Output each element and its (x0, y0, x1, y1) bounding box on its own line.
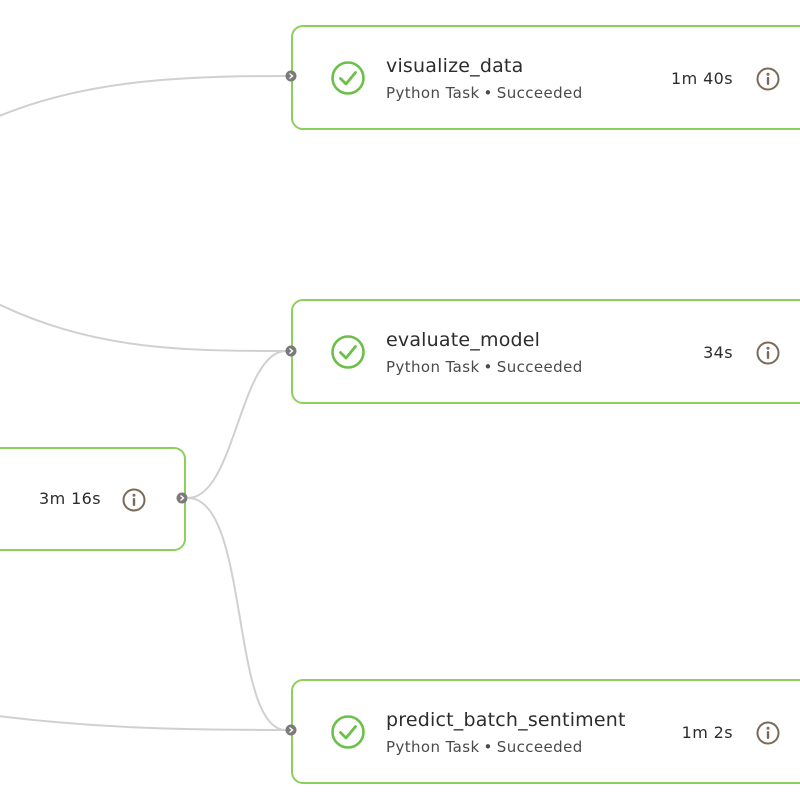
task-node-predict-batch-sentiment[interactable]: predict_batch_sentiment Python Task•Succ… (291, 679, 800, 784)
task-node-visualize-data[interactable]: visualize_data Python Task•Succeeded 1m … (291, 25, 800, 130)
task-status: Succeeded (496, 84, 583, 102)
task-title: visualize_data (386, 55, 524, 77)
input-port-predict-batch-sentiment[interactable] (285, 724, 297, 736)
task-subtitle: Python Task•Succeeded (386, 84, 583, 102)
check-circle-icon (331, 715, 365, 749)
task-type: Python Task (386, 358, 480, 376)
task-node-upstream[interactable]: 3m 16s (0, 447, 186, 551)
task-type: Python Task (386, 84, 480, 102)
input-port-evaluate-model[interactable] (285, 345, 297, 357)
task-duration: 34s (703, 343, 733, 362)
info-icon[interactable] (755, 340, 781, 366)
task-node-evaluate-model[interactable]: evaluate_model Python Task•Succeeded 34s (291, 299, 800, 404)
task-title: predict_batch_sentiment (386, 709, 626, 731)
separator: • (483, 738, 493, 756)
output-port-upstream[interactable] (176, 492, 188, 504)
edge-to-visualize-data (0, 75, 287, 117)
task-subtitle: Python Task•Succeeded (386, 738, 583, 756)
task-status: Succeeded (496, 738, 583, 756)
separator: • (483, 358, 493, 376)
task-title: evaluate_model (386, 329, 541, 351)
edge-upstream-to-predict-batch-sentiment (187, 497, 287, 731)
task-duration: 1m 2s (681, 723, 733, 742)
check-circle-icon (331, 335, 365, 369)
edge-upstream-to-evaluate-model (187, 350, 287, 499)
task-subtitle: Python Task•Succeeded (386, 358, 583, 376)
task-type: Python Task (386, 738, 480, 756)
task-duration: 1m 40s (671, 69, 733, 88)
info-icon[interactable] (755, 66, 781, 92)
check-circle-icon (331, 61, 365, 95)
info-icon[interactable] (755, 720, 781, 746)
input-port-visualize-data[interactable] (285, 70, 297, 82)
task-status: Succeeded (496, 358, 583, 376)
edge-to-predict-batch-sentiment-from-left (0, 715, 287, 731)
info-icon[interactable] (121, 487, 147, 513)
separator: • (483, 84, 493, 102)
edge-to-evaluate-model-from-left (0, 303, 287, 352)
task-duration: 3m 16s (39, 489, 101, 508)
